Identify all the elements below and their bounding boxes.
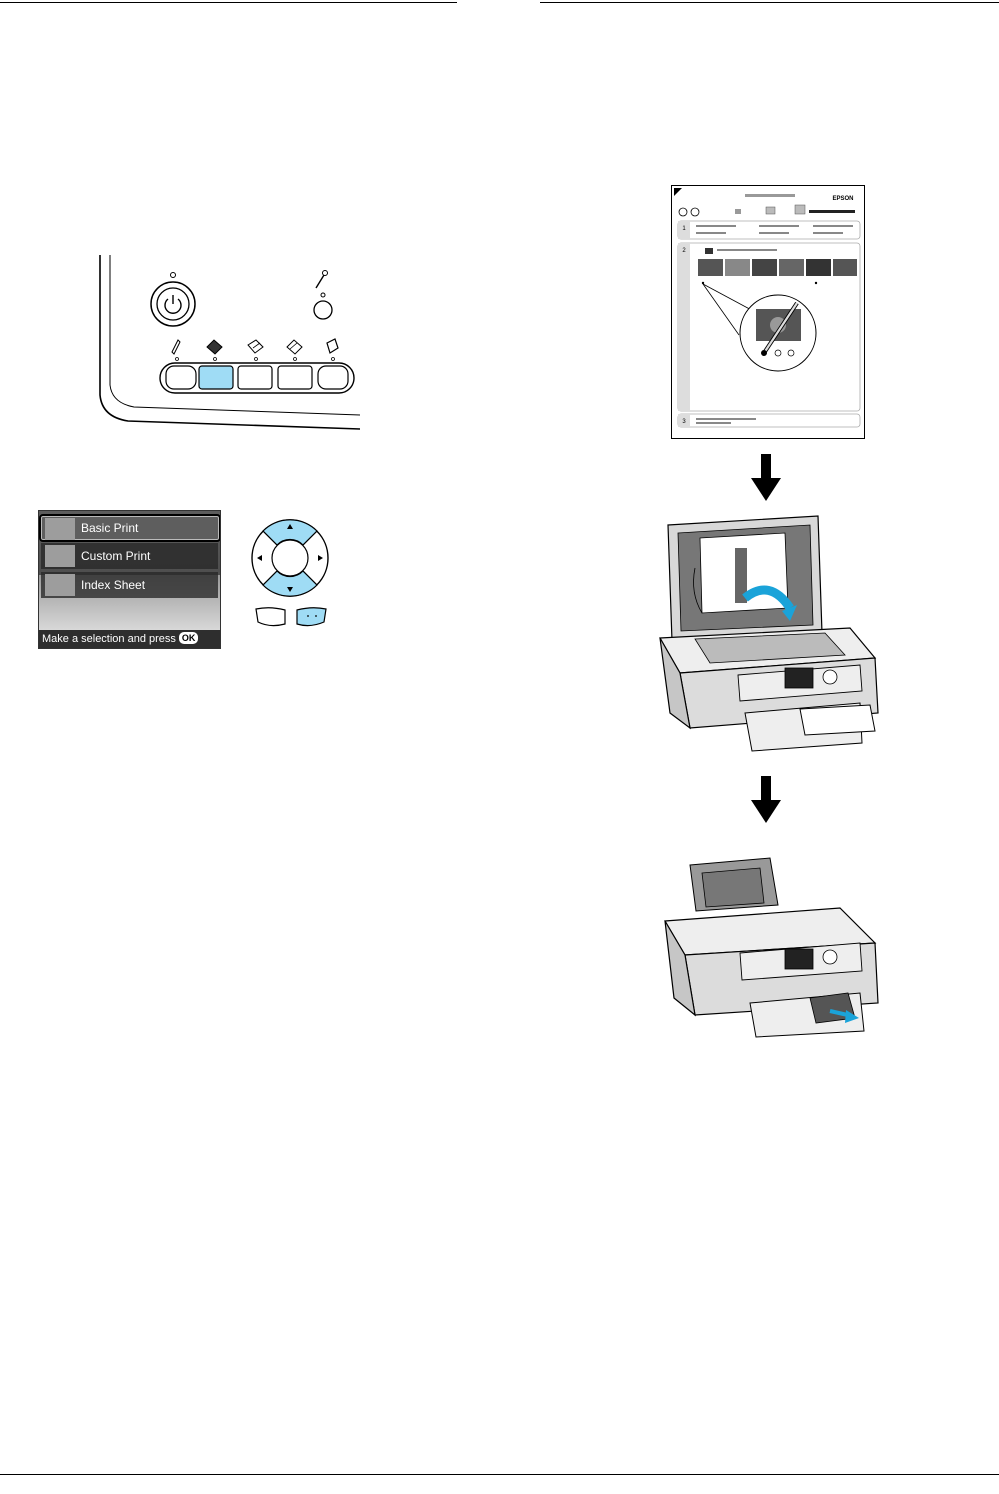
epson-brand-text: EPSON: [832, 196, 853, 202]
header-rule-right: [540, 2, 999, 3]
power-button[interactable]: [151, 273, 195, 327]
ok-badge: OK: [179, 632, 199, 644]
down-arrow-icon: [751, 454, 781, 502]
menu-item-index-sheet[interactable]: Index Sheet: [41, 572, 218, 598]
custom-print-icon: [45, 545, 75, 567]
lcd-hint-text: Make a selection and press: [42, 633, 176, 645]
copy-mode-icon: [248, 340, 263, 361]
printer-open-lid-illustration: [650, 513, 882, 753]
ok-button[interactable]: [297, 608, 326, 626]
specialty-button[interactable]: [318, 366, 348, 389]
navigation-pad: [250, 514, 360, 634]
footer-rule: [0, 1474, 999, 1475]
down-arrow-icon: [751, 776, 781, 824]
index-sheet-illustration: EPSON 1 2: [671, 185, 865, 439]
specialty-mode-icon: [327, 339, 338, 361]
printer-printing-illustration: [660, 853, 882, 1038]
back-button[interactable]: [256, 608, 285, 626]
basic-print-icon: [45, 518, 75, 540]
memory-card-button[interactable]: [166, 366, 196, 389]
scan-mode-icon: [287, 340, 302, 361]
setup-button[interactable]: [314, 271, 332, 320]
scan-button[interactable]: [278, 366, 312, 389]
menu-item-custom-print[interactable]: Custom Print: [41, 543, 218, 569]
menu-item-label: Index Sheet: [81, 572, 145, 598]
menu-item-label: Custom Print: [81, 543, 150, 569]
header-rule-left: [0, 2, 457, 3]
photo-button[interactable]: [199, 366, 233, 389]
menu-item-basic-print[interactable]: Basic Print: [39, 514, 221, 542]
lcd-menu-screen: Basic Print Custom Print Index Sheet Mak…: [38, 510, 221, 649]
photo-mode-icon: [207, 340, 222, 361]
wrench-icon: [316, 271, 328, 289]
menu-item-label: Basic Print: [81, 516, 138, 540]
index-sheet-icon: [45, 574, 75, 596]
control-panel-illustration: [98, 255, 360, 433]
copy-button[interactable]: [238, 366, 272, 389]
memory-card-mode-icon: [172, 340, 180, 361]
